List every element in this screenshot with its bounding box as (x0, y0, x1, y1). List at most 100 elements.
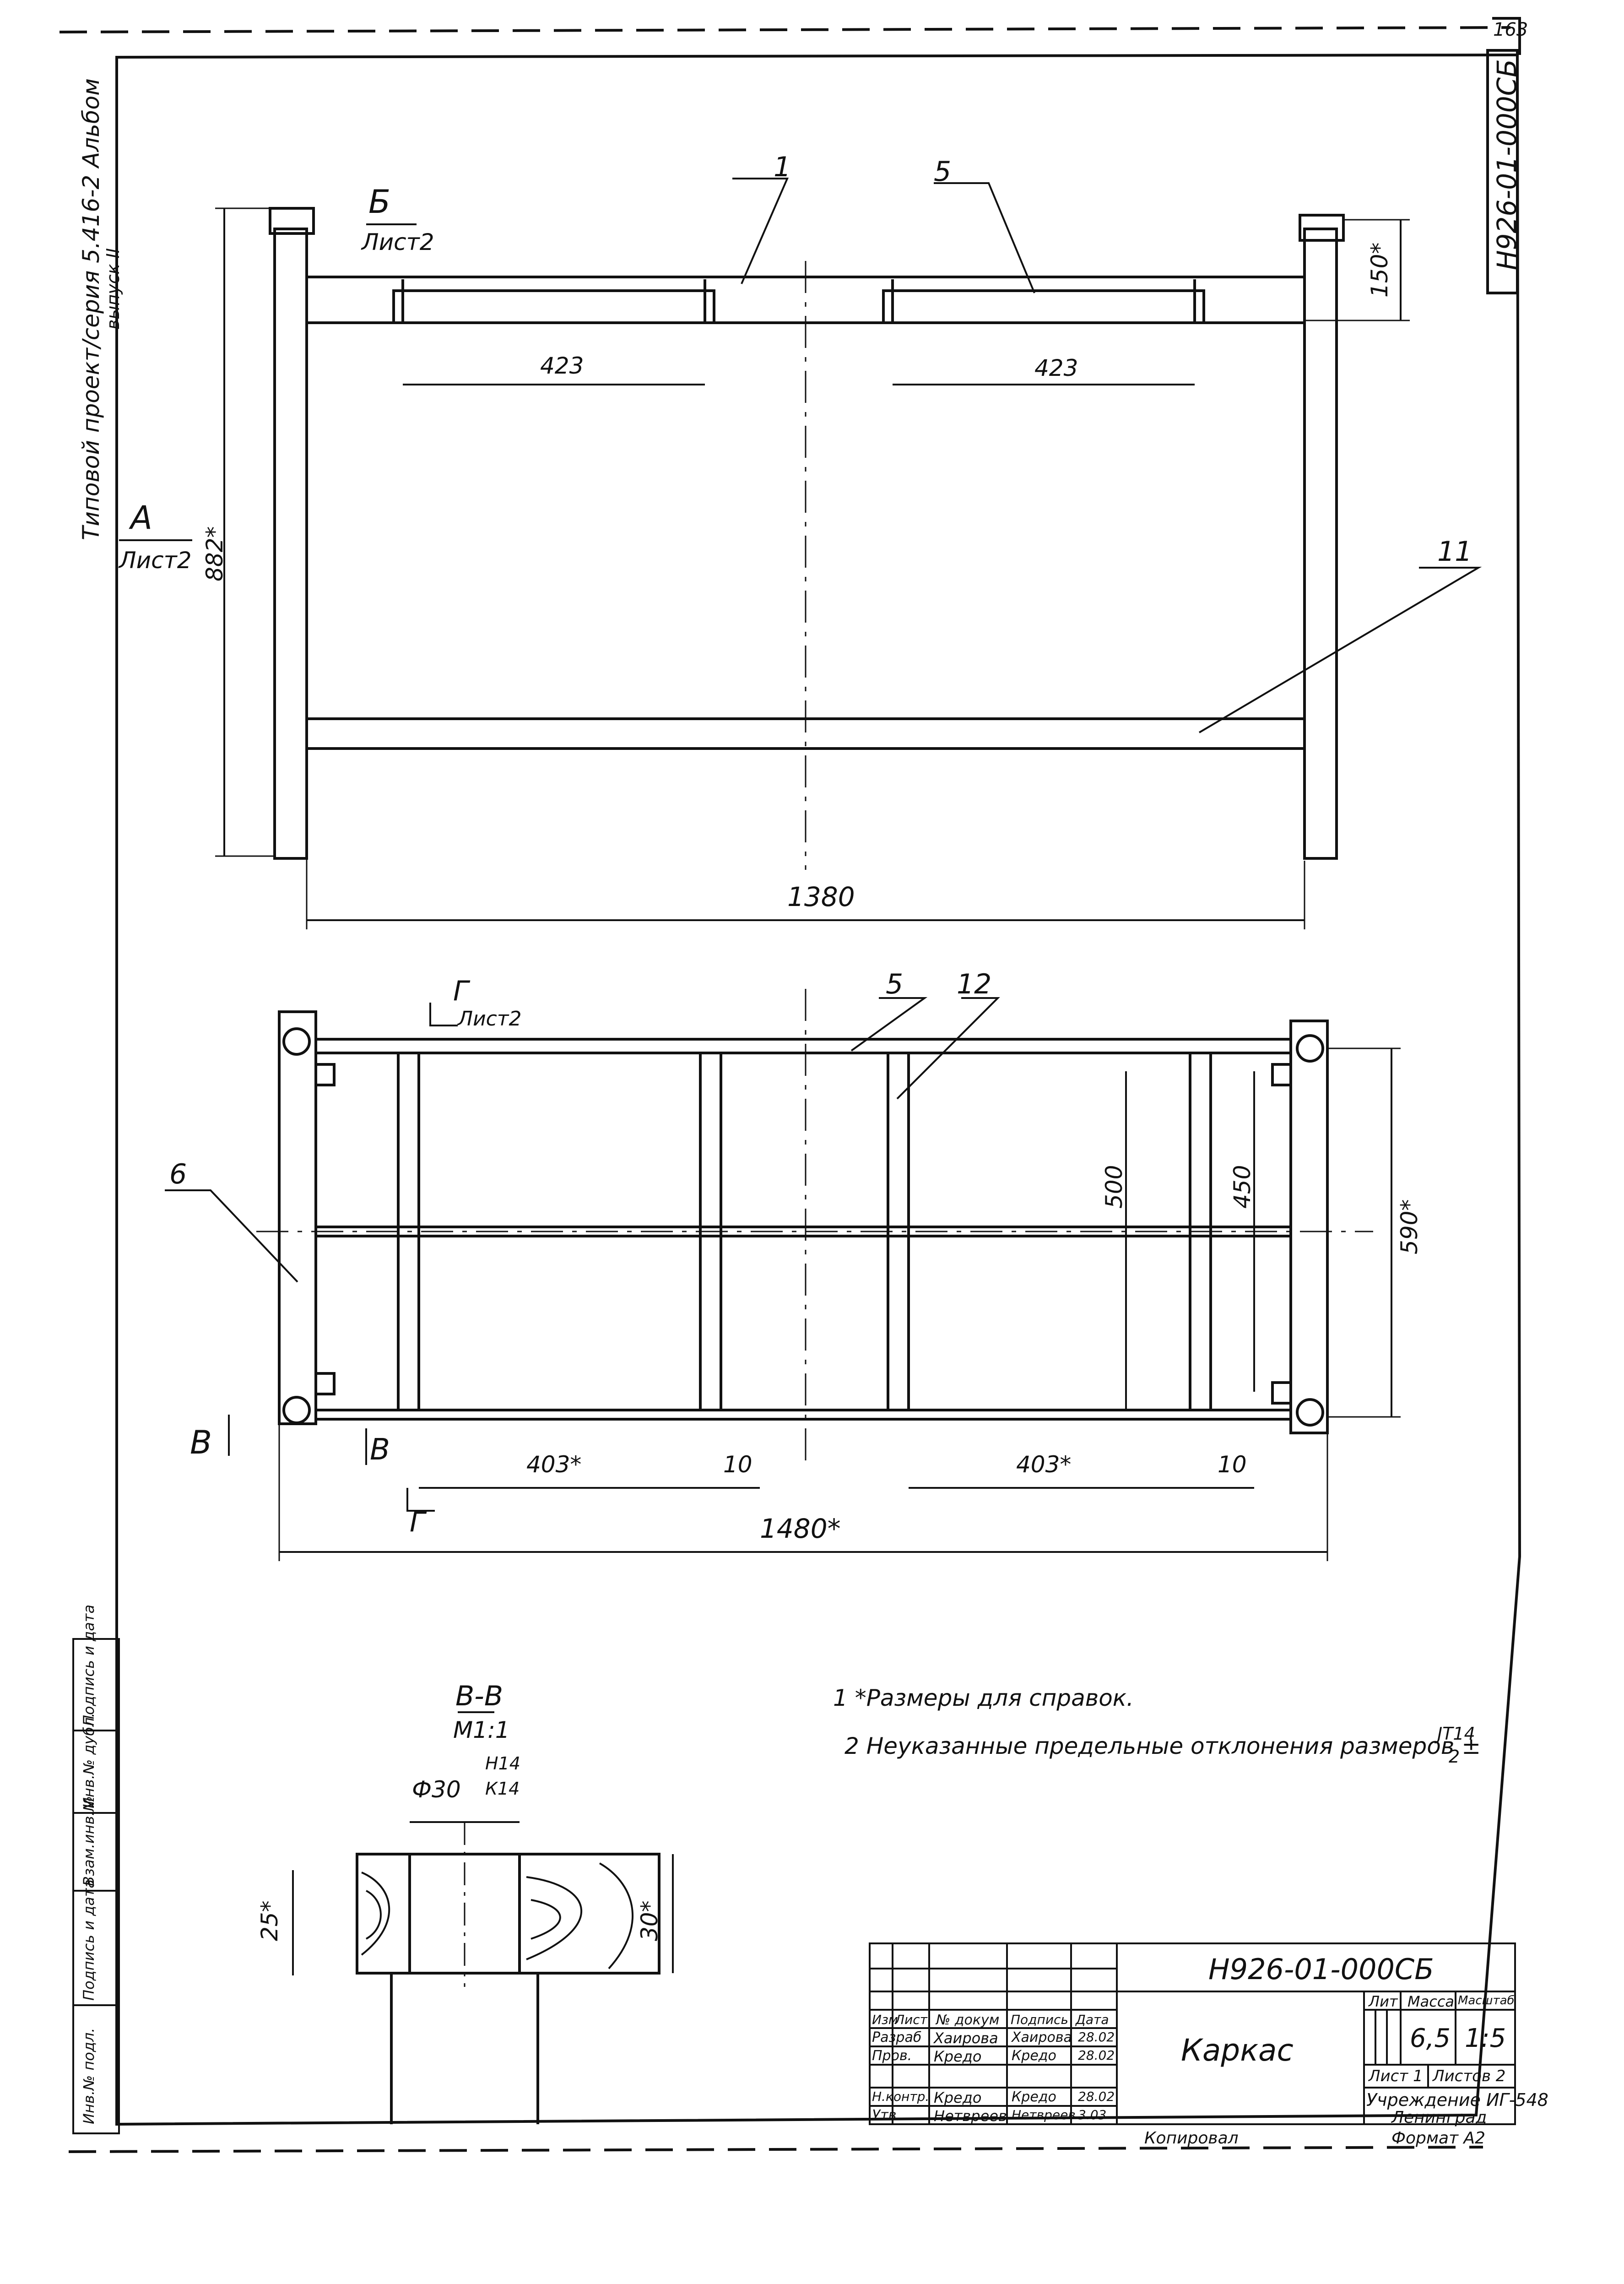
sheet-border (115, 53, 1521, 2126)
leader-11 (1198, 567, 1482, 733)
section-g-marker (429, 1003, 458, 1026)
section-v-left: В (190, 1424, 212, 1461)
dim-590: 590* (1396, 1199, 1423, 1254)
note-2: 2 Неуказанные предельные отклонения разм… (844, 1733, 1481, 1759)
wood-grain (526, 1876, 583, 1960)
dim-1480: 1480* (760, 1513, 841, 1544)
tb-utv-date: 3.03 (1078, 2107, 1107, 2122)
view-a-sheet: Лист2 (119, 547, 192, 574)
tb-format: Формат А2 (1391, 2129, 1486, 2148)
tb-designation: Н926-01-000СБ (1208, 1953, 1434, 1986)
section-vv-title: В-В (455, 1680, 503, 1712)
tb-org-line2: Ленинград (1391, 2108, 1487, 2127)
right-bracket-plate (882, 289, 1205, 324)
tb-utv-sign: Нетвреев (1012, 2107, 1076, 2122)
tb-header-izm: Изм (872, 2012, 898, 2027)
left-post-cap (269, 207, 315, 235)
right-post-cap (1299, 214, 1345, 242)
section-vv-scale: М1:1 (453, 1717, 510, 1743)
title-block-frame (869, 1942, 1516, 2125)
wood-grain (531, 1899, 561, 1940)
clip (314, 1063, 336, 1086)
section-vv (292, 1711, 674, 2124)
tb-name: Каркас (1181, 2033, 1294, 2068)
bolt-hole (1296, 1034, 1324, 1063)
callout-5-plan: 5 (886, 968, 904, 1000)
front-view (119, 178, 1482, 929)
end-plate-right (1289, 1020, 1329, 1434)
left-post (273, 228, 308, 860)
leader-6 (165, 1189, 298, 1283)
right-post (1303, 228, 1338, 860)
fit-top: Н14 (485, 1753, 520, 1774)
section-g-sheet: Лист2 (458, 1007, 522, 1031)
wood-grain (361, 1872, 390, 1956)
tb-utv-name: Нетвреев (934, 2107, 1007, 2125)
left-strip-c4: Подпись и дата (80, 1879, 97, 2001)
dim-1380: 1380 (787, 881, 855, 912)
tb-header-ndokum: № докум (936, 2012, 1000, 2028)
tb-nkontr-role: Н.контр. (872, 2089, 930, 2104)
tb-scale-value: 1:5 (1465, 2024, 1506, 2053)
clip (1271, 1381, 1292, 1405)
dim-30: 30* (636, 1900, 663, 1941)
section-b-letter: Б (368, 183, 391, 221)
title-block (869, 1942, 1516, 2125)
left-strip-c3: Взам.инв.№ (80, 1796, 97, 1886)
section-v-right: В (370, 1433, 390, 1467)
callout-5: 5 (934, 156, 952, 188)
dim-403-right: 403* (1016, 1451, 1072, 1478)
dim-25: 25* (256, 1900, 283, 1941)
tb-header-podpis: Подпись (1011, 2012, 1068, 2027)
tb-prov-date: 28.02 (1078, 2048, 1115, 2063)
tb-utv-role: Утв (872, 2107, 897, 2123)
tb-sheet-label: Лист 1 (1369, 2067, 1423, 2085)
callout-11: 11 (1437, 536, 1472, 568)
tb-nkontr-name: Кредо (934, 2089, 982, 2106)
tb-razrab-date: 28.02 (1078, 2029, 1115, 2045)
bottom-dashed-edge (68, 2146, 1483, 2153)
leader-5 (934, 182, 1035, 293)
leader-5-plan (850, 997, 928, 1052)
left-strip-c5: Инв.№ подл. (80, 2028, 97, 2124)
tb-razrab-sign: Хаирова (1012, 2029, 1072, 2045)
doc-code-box (1486, 49, 1519, 294)
dim-10-left: 10 (723, 1451, 752, 1478)
tb-razrab-role: Разраб (872, 2029, 922, 2045)
left-bracket-plate (392, 289, 715, 324)
section-g-letter-bottom: Г (410, 1506, 425, 1538)
dim-500: 500 (1101, 1165, 1127, 1209)
left-strip-c2: Инв.№ дубл. (80, 1713, 97, 1808)
dim-423-left: 423 (540, 353, 584, 379)
wood-grain (366, 1890, 382, 1940)
callout-6: 6 (169, 1158, 187, 1190)
tb-nkontr-date: 28.02 (1078, 2089, 1115, 2104)
dim-423-right: 423 (1034, 355, 1078, 381)
tb-lit-label: Лит (1369, 1993, 1398, 2010)
top-dashed-edge (59, 26, 1511, 33)
sheet-number: 163 (1493, 19, 1528, 40)
dim-150: 150* (1366, 242, 1393, 298)
tb-sheets-label: Листов 2 (1433, 2067, 1506, 2085)
fit-bottom: К14 (485, 1779, 520, 1799)
callout-1: 1 (774, 151, 791, 183)
note-2-frac-bottom: 2 (1449, 1747, 1460, 1767)
bolt-hole (282, 1027, 311, 1056)
bolt-hole (282, 1396, 311, 1424)
note-2-frac-top: JT14 (1437, 1724, 1475, 1744)
section-b-sheet: Лист2 (362, 229, 434, 255)
tb-copied: Копировал (1144, 2129, 1239, 2148)
end-plate-left (278, 1010, 317, 1425)
tb-org-line1: Учреждение ИГ-548 (1366, 2090, 1548, 2110)
bolt-hole (1296, 1398, 1324, 1427)
doc-code-vertical: Н926-01-000СБ (1491, 59, 1522, 270)
clip (1271, 1063, 1292, 1086)
tb-scale-label: Масштаб (1458, 1994, 1515, 2007)
view-a-letter: А (130, 499, 152, 537)
section-g-marker-bottom (406, 1488, 435, 1512)
dim-403-left: 403* (526, 1451, 582, 1478)
left-margin-note-sub: выпуск II (103, 248, 123, 330)
leader-12 (896, 997, 1000, 1100)
left-strip (72, 1638, 120, 2134)
clip (314, 1372, 336, 1395)
